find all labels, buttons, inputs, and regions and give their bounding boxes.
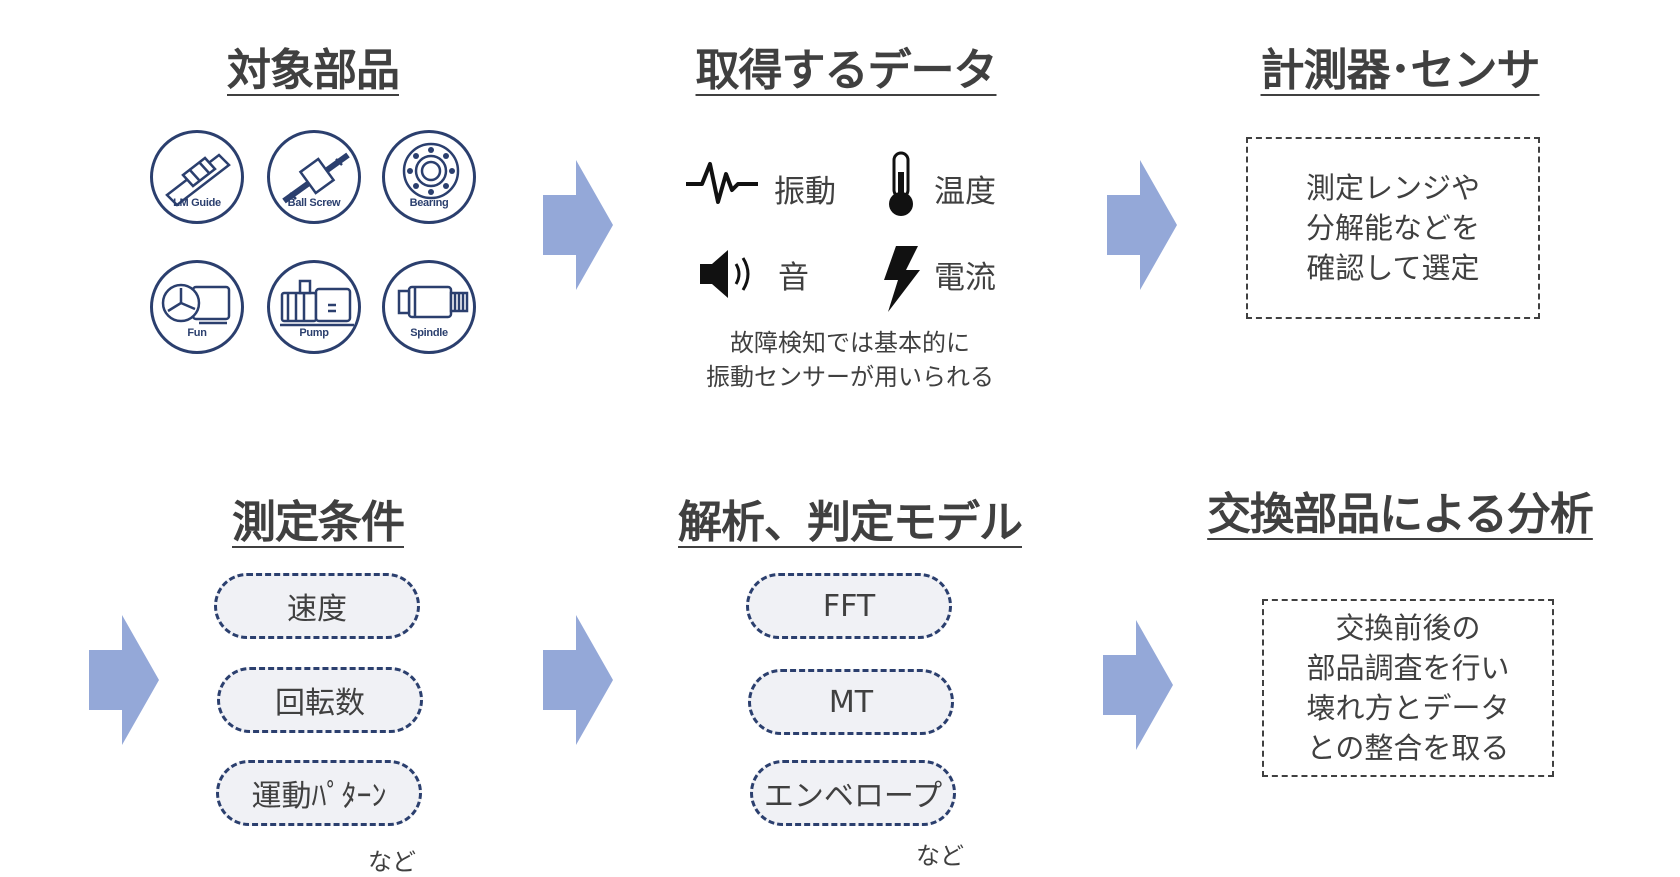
flow-arrow-5 bbox=[1103, 620, 1173, 750]
data-type-vibration: 振動 bbox=[774, 174, 836, 210]
replacement-box-line2: 部品調査を行い bbox=[1306, 651, 1510, 685]
replacement-box-line4: との整合を取る bbox=[1306, 731, 1510, 765]
title-measurement-conditions: 測定条件 bbox=[232, 497, 405, 548]
part-label: Pump bbox=[299, 327, 329, 339]
instrument-box-line1: 測定レンジや bbox=[1305, 171, 1480, 205]
fan-icon: Fun bbox=[150, 260, 244, 354]
conditions-etc: など bbox=[368, 848, 416, 876]
bearing-icon: Bearing bbox=[382, 130, 476, 224]
flow-arrow-2 bbox=[1107, 160, 1177, 290]
flow-arrow-1 bbox=[543, 160, 613, 290]
title-data-acquired: 取得するデータ bbox=[695, 45, 998, 96]
models-etc: など bbox=[916, 842, 964, 870]
data-type-sound: 音 bbox=[778, 260, 809, 296]
flow-arrow-4 bbox=[543, 615, 613, 745]
data-note-line2: 振動センサーが用いられる bbox=[706, 363, 994, 391]
replacement-analysis-box: 交換前後の 部品調査を行い 壊れ方とデータ との整合を取る bbox=[1262, 599, 1554, 777]
part-label: Fun bbox=[187, 327, 207, 339]
title-instruments: 計測器･センサ bbox=[1260, 45, 1541, 96]
flow-arrow-3 bbox=[89, 615, 159, 745]
ball-screw-icon: Ball Screw bbox=[267, 130, 361, 224]
instrument-selection-box: 測定レンジや 分解能などを 確認して選定 bbox=[1246, 137, 1540, 319]
condition-pill: 速度 bbox=[214, 573, 420, 639]
pump-icon: Pump bbox=[267, 260, 361, 354]
thermometer-icon bbox=[889, 151, 913, 216]
model-pill: FFT bbox=[746, 573, 952, 639]
data-type-current: 電流 bbox=[934, 260, 996, 296]
title-analysis-model: 解析、判定モデル bbox=[678, 497, 1023, 548]
model-pill: MT bbox=[748, 669, 954, 735]
condition-pill: 回転数 bbox=[217, 667, 423, 733]
part-label: Spindle bbox=[410, 327, 448, 339]
data-type-temperature: 温度 bbox=[934, 174, 996, 210]
instrument-box-line3: 確認して選定 bbox=[1306, 251, 1480, 285]
model-pill: エンベロープ bbox=[750, 760, 956, 826]
replacement-box-line3: 壊れ方とデータ bbox=[1306, 691, 1510, 725]
waveform-icon bbox=[686, 162, 758, 204]
lightning-icon bbox=[884, 246, 920, 312]
speaker-icon bbox=[700, 250, 750, 298]
replacement-box-line1: 交換前後の bbox=[1335, 611, 1481, 645]
part-label: Ball Screw bbox=[287, 197, 341, 209]
spindle-icon: Spindle bbox=[382, 260, 476, 354]
title-target-parts: 対象部品 bbox=[227, 45, 400, 96]
condition-pill: 運動ﾊﾟﾀｰﾝ bbox=[216, 760, 422, 826]
instrument-box-line2: 分解能などを bbox=[1305, 211, 1480, 245]
title-replacement-analysis: 交換部品による分析 bbox=[1207, 489, 1594, 540]
data-note: 故障検知では基本的に 振動センサーが用いられる bbox=[706, 326, 994, 394]
part-label: LM Guide bbox=[173, 197, 221, 209]
part-label: Bearing bbox=[409, 197, 449, 209]
lm-guide-icon: LM Guide bbox=[150, 130, 244, 224]
data-note-line1: 故障検知では基本的に bbox=[730, 329, 970, 357]
